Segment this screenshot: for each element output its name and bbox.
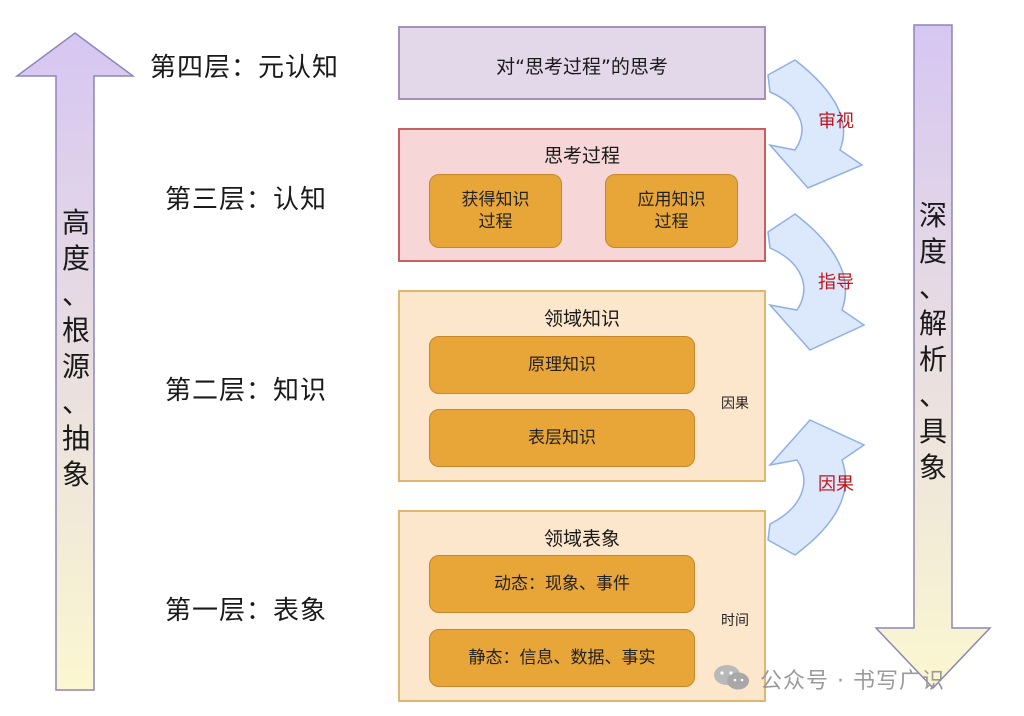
thinking-process-box: 思考过程 获得知识 过程 应用知识 过程 xyxy=(398,128,766,262)
left-vertical-text: 高 度 、 根 源 、 抽 象 xyxy=(61,206,90,491)
review-label: 审视 xyxy=(818,111,854,132)
guide-label: 指导 xyxy=(818,272,854,293)
right-vertical-text: 深 度 、 解 析 、 具 象 xyxy=(918,199,947,484)
left-up-arrow xyxy=(14,32,136,691)
knowledge-link-label: 因果 xyxy=(721,396,749,412)
review-arrow xyxy=(767,59,864,189)
cause-arrow xyxy=(767,419,866,556)
wechat-icon xyxy=(712,662,752,696)
meta-cognition-text: 对“思考过程”的思考 xyxy=(496,56,668,78)
layer-2-label: 第二层：知识 xyxy=(165,376,328,406)
dynamic-phenomena-pill: 动态：现象、事件 xyxy=(429,555,695,613)
domain-phenomena-title: 领域表象 xyxy=(543,528,620,550)
right-down-arrow xyxy=(874,24,992,690)
layer-3-label: 第三层：认知 xyxy=(165,185,328,215)
layer-1-label: 第一层：表象 xyxy=(165,596,328,626)
meta-cognition-box: 对“思考过程”的思考 xyxy=(398,26,766,100)
thinking-process-title: 思考过程 xyxy=(543,145,620,167)
apply-knowledge-pill: 应用知识 过程 xyxy=(605,174,738,248)
phenomena-link-label: 时间 xyxy=(721,613,749,629)
layer-4-label: 第四层：元认知 xyxy=(150,53,340,83)
static-phenomena-pill: 静态：信息、数据、事实 xyxy=(429,629,695,687)
guide-arrow xyxy=(767,213,866,351)
domain-knowledge-title: 领域知识 xyxy=(543,308,620,330)
acquire-knowledge-pill: 获得知识 过程 xyxy=(429,174,562,248)
principle-knowledge-pill: 原理知识 xyxy=(429,336,695,394)
surface-knowledge-pill: 表层知识 xyxy=(429,409,695,467)
domain-knowledge-box: 领域知识 原理知识 表层知识 xyxy=(398,290,766,482)
cause-label: 因果 xyxy=(818,474,854,495)
domain-phenomena-box: 领域表象 动态：现象、事件 静态：信息、数据、事实 xyxy=(398,510,766,702)
watermark-text: 公众号 · 书写广识 xyxy=(760,669,945,694)
